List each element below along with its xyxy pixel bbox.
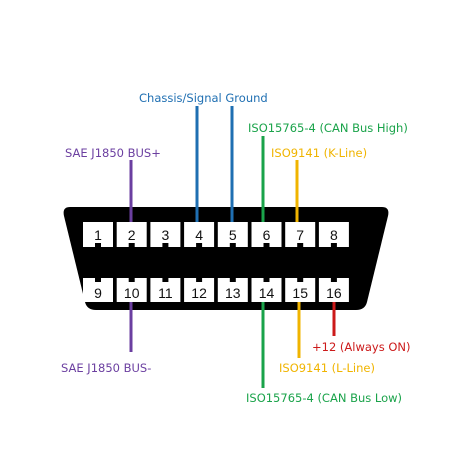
- pin-number-15: 15: [292, 285, 308, 301]
- pin-contact-6: [263, 243, 270, 247]
- label-pin10: SAE J1850 BUS-: [61, 361, 151, 375]
- pin-contact-15: [297, 278, 304, 282]
- pin-contact-10: [128, 278, 135, 282]
- pin-contact-11: [162, 278, 169, 282]
- pin-slot-2: [116, 222, 147, 247]
- pin-contact-3: [162, 243, 169, 247]
- pin-slot-4: [184, 222, 215, 247]
- pin-contact-14: [263, 278, 270, 282]
- pin-slot-8: [318, 222, 349, 247]
- pin-number-8: 8: [330, 227, 338, 243]
- pin-number-2: 2: [128, 227, 136, 243]
- label-pin6: ISO15765-4 (CAN Bus High): [248, 121, 408, 135]
- pin-number-12: 12: [191, 285, 207, 301]
- label-ground: Chassis/Signal Ground: [139, 91, 268, 105]
- top-pin-slots: 1 2 3 4 5 6 7 8: [83, 222, 349, 247]
- pin-contact-4: [196, 243, 203, 247]
- label-pin14: ISO15765-4 (CAN Bus Low): [246, 391, 402, 405]
- label-pin15: ISO9141 (L-Line): [279, 361, 375, 375]
- pin-contact-2: [128, 243, 135, 247]
- pin-number-13: 13: [225, 285, 241, 301]
- pin-number-6: 6: [263, 227, 271, 243]
- pin-slot-7: [285, 222, 316, 247]
- pin-contact-9: [95, 278, 101, 282]
- label-pin2: SAE J1850 BUS+: [65, 146, 161, 160]
- pin-contact-16: [330, 278, 337, 282]
- pin-number-4: 4: [195, 227, 203, 243]
- pin-number-16: 16: [326, 285, 342, 301]
- bottom-pin-slots: 9 10 11 12 13 14 15 16: [83, 278, 349, 302]
- pin-number-10: 10: [124, 285, 140, 301]
- pin-number-14: 14: [259, 285, 275, 301]
- pin-number-9: 9: [94, 285, 102, 301]
- pin-slot-1: [83, 222, 113, 247]
- pin-number-11: 11: [158, 285, 173, 301]
- pin-slot-6: [251, 222, 282, 247]
- pin-contact-13: [229, 278, 236, 282]
- label-pin16: +12 (Always ON): [312, 340, 411, 354]
- pin-contact-7: [297, 243, 304, 247]
- pin-contact-1: [95, 243, 101, 247]
- pin-number-1: 1: [94, 227, 102, 243]
- pin-contact-12: [196, 278, 203, 282]
- pin-number-3: 3: [162, 227, 170, 243]
- pin-number-7: 7: [296, 227, 304, 243]
- leader-lines: [129, 106, 336, 388]
- pin-slot-3: [150, 222, 181, 247]
- pin-contact-5: [229, 243, 236, 247]
- pin-number-5: 5: [229, 227, 237, 243]
- pin-slot-5: [217, 222, 248, 247]
- pin-contact-8: [330, 243, 337, 247]
- label-pin7: ISO9141 (K-Line): [271, 146, 367, 160]
